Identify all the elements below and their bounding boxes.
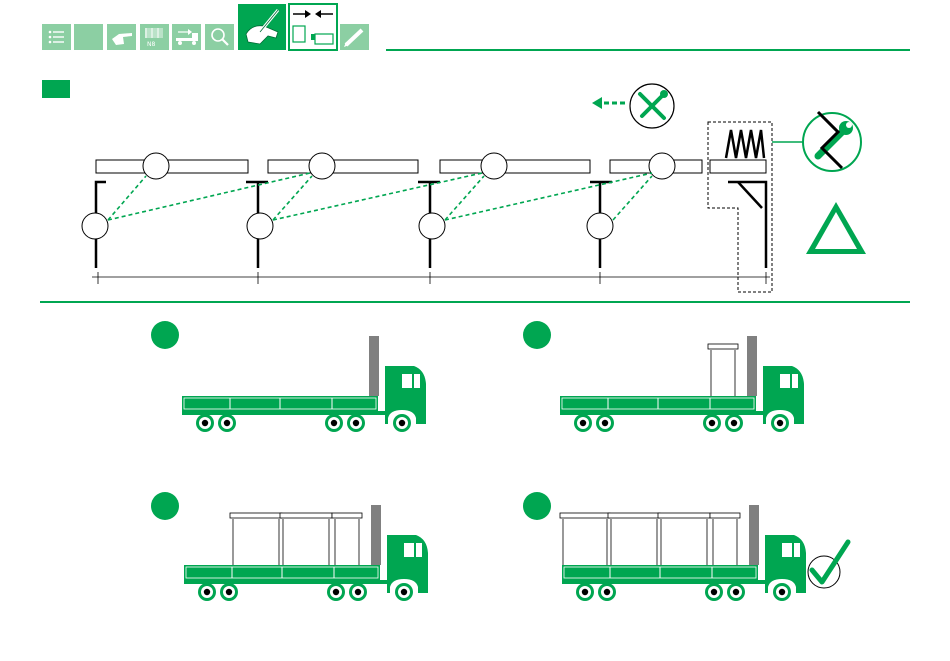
step-2 xyxy=(523,321,804,432)
truck-steps xyxy=(151,321,848,601)
truck-illustration xyxy=(184,505,428,601)
toolbar-item-pencil[interactable] xyxy=(340,24,369,50)
load-unit xyxy=(560,513,610,565)
connector-lines xyxy=(108,173,652,220)
checkmark-icon xyxy=(808,542,848,588)
toolbar-item-blank[interactable] xyxy=(74,24,103,50)
warning-triangle-icon xyxy=(806,202,866,254)
load-unit xyxy=(710,513,740,565)
load-unit xyxy=(608,513,660,565)
load-unit xyxy=(332,513,362,565)
tool-callout xyxy=(592,84,674,128)
step-3 xyxy=(151,492,428,601)
toolbar-item-pointing-hand[interactable] xyxy=(107,24,136,50)
step-marker xyxy=(523,492,551,520)
truck-illustration xyxy=(182,336,426,432)
broken-wrench-icon xyxy=(803,112,861,171)
list-icon xyxy=(49,31,64,44)
load-stack xyxy=(708,344,738,396)
toolbar-item-truck-loading[interactable] xyxy=(172,24,201,50)
toolbar-item-alignment-arrows[interactable] xyxy=(289,4,337,50)
load-unit xyxy=(658,513,710,565)
post-markers xyxy=(82,213,613,239)
toolbar-item-list[interactable] xyxy=(42,24,71,50)
load-unit xyxy=(708,344,738,396)
step-marker xyxy=(151,492,179,520)
step-1 xyxy=(151,321,426,432)
truck-illustration xyxy=(560,505,806,601)
toolbar: N8 xyxy=(42,4,369,50)
load-unit xyxy=(280,513,332,565)
section-marker xyxy=(42,80,70,98)
step-marker xyxy=(523,321,551,349)
load-unit xyxy=(230,513,282,565)
toolbar-item-hand-with-pen[interactable] xyxy=(238,4,286,50)
dimension-line xyxy=(92,272,770,284)
load-stack xyxy=(230,513,362,565)
load-stack xyxy=(560,513,740,565)
toolbar-item-magnifier[interactable] xyxy=(205,24,234,50)
end-clamp xyxy=(708,122,806,292)
truck-illustration xyxy=(560,336,804,432)
step-4 xyxy=(523,492,848,601)
toolbar-item-barcode[interactable]: N8 xyxy=(140,24,169,50)
barcode-label: N8 xyxy=(147,41,155,48)
step-marker xyxy=(151,321,179,349)
